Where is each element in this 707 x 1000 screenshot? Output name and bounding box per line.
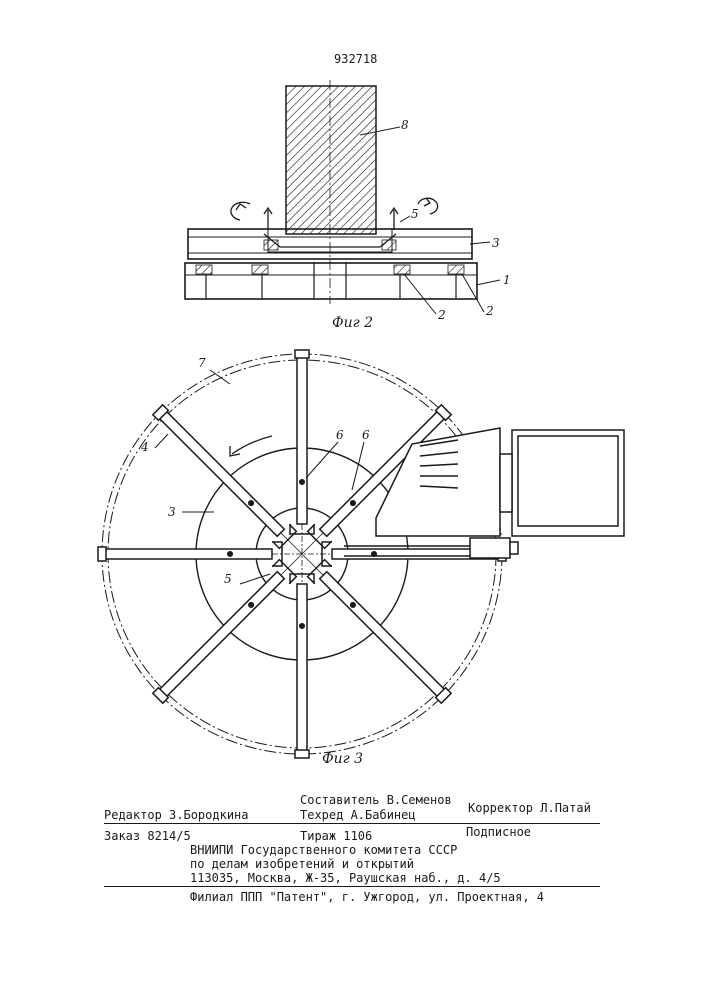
figure-2-drawing (0, 0, 707, 330)
fig2-label-2b: 2 (486, 304, 494, 318)
fig3-rotation-arrow-icon (230, 436, 272, 456)
fig3-label-7: 7 (198, 356, 206, 370)
colophon-rule-bottom (104, 886, 600, 887)
fig3-drive-unit (344, 428, 624, 558)
fig3-caption: Фиг 3 (322, 752, 363, 766)
colophon-rule-top (104, 823, 600, 824)
colophon-editor: Редактор З.Бородкина (104, 808, 249, 822)
colophon-org-line3: 113035, Москва, Ж-35, Раушская наб., д. … (190, 871, 501, 885)
colophon-branch: Филиал ППП "Патент", г. Ужгород, ул. Про… (190, 890, 544, 904)
fig2-rotation-arrow-left-icon (231, 202, 272, 230)
fig2-caption: Фиг 2 (332, 316, 373, 330)
fig2-label-5: 5 (411, 207, 419, 221)
fig2-label-1: 1 (503, 273, 511, 287)
colophon-subscription: Подписное (466, 825, 531, 839)
colophon-order: Заказ 8214/5 (104, 829, 191, 843)
fig2-label-3: 3 (492, 236, 500, 250)
fig2-leaders (360, 127, 500, 314)
fig3-label-3: 3 (168, 505, 176, 519)
fig3-label-5: 5 (224, 572, 232, 586)
fig2-label-8: 8 (401, 118, 409, 132)
colophon-circulation: Тираж 1106 (300, 829, 372, 843)
fig2-shaft (286, 86, 376, 234)
colophon-compiler: Составитель В.Семенов (300, 793, 452, 807)
colophon-org-line1: ВНИИПИ Государственного комитета СССР (190, 843, 457, 857)
fig2-lower-base (185, 262, 477, 299)
colophon-techred: Техред А.Бабинец (300, 808, 416, 822)
fig3-label-4: 4 (141, 440, 149, 454)
fig3-label-6a: 6 (336, 428, 344, 442)
colophon-corrector: Корректор Л.Патай (468, 801, 591, 815)
figure-3-drawing (0, 340, 707, 780)
colophon-org-line2: по делам изобретений и открытий (190, 857, 414, 871)
fig3-label-6b: 6 (362, 428, 370, 442)
fig2-label-2a: 2 (438, 308, 446, 322)
